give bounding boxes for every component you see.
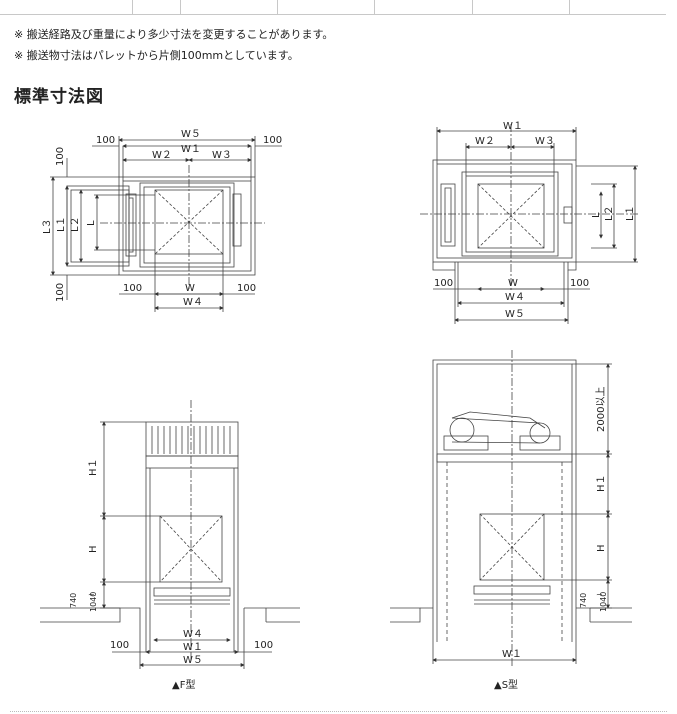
elev-s-machine-base-left bbox=[443, 435, 489, 451]
plan-s-right-box bbox=[563, 206, 573, 224]
elev-f-label-w5: W５ bbox=[183, 655, 203, 666]
elev-s-pulley-right bbox=[529, 422, 551, 444]
plan-s-enclosure bbox=[432, 159, 577, 263]
elev-s-label-2000: 2000以上 bbox=[595, 387, 607, 432]
elev-f-label-w4: W４ bbox=[183, 629, 203, 640]
elev-f-label-tilde: ~ bbox=[88, 590, 95, 599]
elev-s-label-w1: W１ bbox=[502, 649, 522, 660]
plan-f-label-l1: L１ bbox=[56, 216, 67, 232]
plan-f-cage bbox=[139, 182, 235, 268]
elev-f-label-1040: 1040 bbox=[89, 592, 98, 612]
elev-s-label-740: 740 bbox=[579, 593, 588, 608]
elev-s-caption: ▲S型 bbox=[494, 678, 518, 691]
elev-f-caption: ▲F型 bbox=[172, 678, 195, 691]
elevation-f-type bbox=[40, 400, 300, 669]
elev-s-label-1040: 1040 bbox=[599, 592, 608, 612]
tab-cell bbox=[180, 0, 277, 14]
plan-f-cage-inner bbox=[143, 186, 231, 264]
plan-s-label-100-right: 100 bbox=[570, 278, 589, 289]
elev-f-label-740: 740 bbox=[69, 593, 78, 608]
elev-s-building bbox=[432, 359, 577, 642]
elev-s-floor-left bbox=[390, 607, 421, 623]
plan-f-label-w3: W３ bbox=[212, 150, 232, 161]
plan-f-label-100-top: 100 bbox=[55, 147, 66, 166]
elev-f-label-100-right: 100 bbox=[254, 640, 273, 651]
plan-s-left-door bbox=[440, 183, 456, 247]
plan-f-label-w5: W５ bbox=[181, 129, 201, 140]
elev-f-label-100-left: 100 bbox=[110, 640, 129, 651]
elev-s-label-h: H bbox=[596, 544, 607, 552]
note-transport-route: ※ 搬送経路及び重量により多少寸法を変更することがあります。 bbox=[14, 28, 334, 41]
plan-f-labels: W５ W１ 100 100 W１ W２ W３ 100 L３ L１ L２ L 10… bbox=[42, 129, 282, 308]
plan-f-label-w4: W４ bbox=[183, 297, 203, 308]
plan-f-label-w2: W２ bbox=[152, 150, 172, 161]
plan-s-wall-right bbox=[567, 262, 577, 271]
plan-f-label-w1b: W１ bbox=[181, 144, 201, 155]
note-pallet-size: ※ 搬送物寸法はパレットから片側100mmとしています。 bbox=[14, 49, 299, 62]
tab-cell bbox=[132, 0, 180, 14]
tab-cell bbox=[374, 0, 471, 14]
elev-f-platform bbox=[153, 587, 231, 597]
plan-f-label-l3: L３ bbox=[42, 218, 53, 234]
plan-f-enclosure bbox=[118, 176, 256, 276]
plan-s-enclosure-inner bbox=[436, 163, 573, 259]
section-title: 標準寸法図 bbox=[14, 87, 104, 107]
elev-f-floor-left bbox=[40, 607, 121, 623]
elev-f-floor-right bbox=[265, 607, 300, 623]
plan-s-label-w4: W４ bbox=[505, 292, 525, 303]
plan-f-label-100-left: 100 bbox=[96, 135, 115, 146]
plan-f-label-l: L bbox=[86, 220, 97, 226]
plan-s-left-door-inner bbox=[444, 187, 452, 243]
plan-s-label-l: L bbox=[591, 212, 602, 218]
plan-f-label-w: W bbox=[185, 283, 195, 294]
plan-f-label-100-bottom: 100 bbox=[55, 283, 66, 302]
plan-s-label-l2: L２ bbox=[604, 205, 615, 221]
plan-s-label-w2: W２ bbox=[475, 136, 495, 147]
elev-f-label-h1: H１ bbox=[88, 458, 99, 476]
tab-cell bbox=[277, 0, 374, 14]
tab-cell bbox=[568, 0, 666, 14]
plan-s-label-w3: W３ bbox=[535, 136, 555, 147]
elev-s-machine-floor bbox=[436, 453, 573, 463]
plan-view-s-type bbox=[420, 124, 640, 324]
plan-s-label-l1: L１ bbox=[625, 205, 636, 221]
elev-f-machine-ribs bbox=[151, 426, 231, 454]
plan-s-label-w: W bbox=[508, 278, 518, 289]
plan-s-label-w1: W１ bbox=[503, 121, 523, 132]
plan-f-label-100-right: 100 bbox=[263, 135, 282, 146]
plan-f-right-panel bbox=[232, 193, 242, 247]
elev-s-belt bbox=[451, 417, 541, 444]
plan-s-labels: W１ W２ W３ L２ L１ L 100 W 100 W４ W５ bbox=[434, 121, 636, 320]
elev-s-belt-cover bbox=[451, 411, 546, 429]
elev-s-floor-right bbox=[420, 607, 632, 623]
plan-f-left-door bbox=[125, 193, 137, 257]
tab-cell bbox=[471, 0, 569, 14]
elevation-s-type bbox=[390, 350, 632, 668]
elev-f-label-h: H bbox=[88, 545, 99, 553]
elev-f-machine-base bbox=[145, 455, 239, 469]
elev-f-labels: H１ H 740 ~ 1040 W４ W１ W５ 100 100 ▲F型 bbox=[69, 458, 273, 691]
elev-s-labels: 2000以上 H１ H 740 ~ 1040 W１ ▲S型 bbox=[494, 387, 608, 691]
elev-f-label-w1: W１ bbox=[183, 642, 203, 653]
elev-f-pit bbox=[120, 607, 266, 652]
elev-s-pulley-left bbox=[449, 417, 475, 443]
plan-f-label-100-bl: 100 bbox=[123, 283, 142, 294]
plan-s-label-w5: W５ bbox=[505, 309, 525, 320]
bottom-divider bbox=[10, 711, 667, 713]
plan-f-left-door-inner bbox=[128, 197, 134, 253]
plan-s-wall-left bbox=[432, 262, 456, 271]
elev-s-label-tilde: ~ bbox=[596, 590, 603, 599]
plan-f-label-l2: L２ bbox=[70, 216, 81, 232]
elev-s-label-h1: H１ bbox=[596, 474, 607, 492]
plan-view-f-type bbox=[50, 136, 282, 312]
plan-f-label-100-br: 100 bbox=[237, 283, 256, 294]
top-tab-row bbox=[0, 0, 666, 15]
plan-s-label-100-left: 100 bbox=[434, 278, 453, 289]
plan-f-enclosure-inner bbox=[122, 180, 252, 272]
